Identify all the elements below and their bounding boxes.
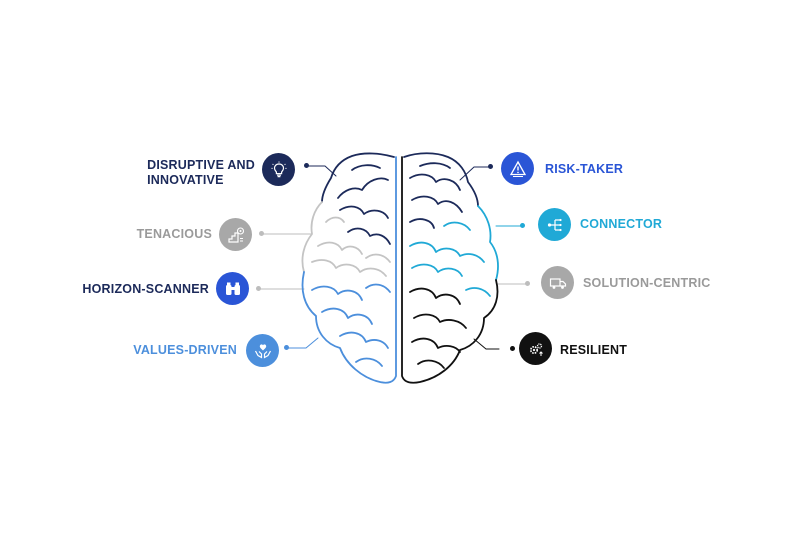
connector-dot xyxy=(284,345,289,350)
right-hemisphere xyxy=(401,152,499,384)
trait-values-badge xyxy=(246,334,279,367)
left-hemisphere xyxy=(301,152,397,384)
connector-dot xyxy=(510,346,515,351)
truck-icon xyxy=(549,277,566,289)
gears-icon xyxy=(529,342,543,356)
trait-tenacious-label: TENACIOUS xyxy=(136,227,212,241)
trait-disruptive-label: DISRUPTIVE AND INNOVATIVE xyxy=(147,158,255,188)
trait-horizon-badge xyxy=(216,272,249,305)
trait-disruptive-line2: INNOVATIVE xyxy=(147,173,224,187)
trait-horizon-label: HORIZON-SCANNER xyxy=(82,282,209,296)
lightbulb-icon xyxy=(271,161,286,177)
binoculars-icon xyxy=(225,282,240,295)
trait-connector-badge xyxy=(538,208,571,241)
connector-dot xyxy=(525,281,530,286)
trait-risk-label: RISK-TAKER xyxy=(545,162,624,176)
trait-resilient-badge xyxy=(519,332,552,365)
trait-connector-label: CONNECTOR xyxy=(580,217,663,231)
connector-dot xyxy=(304,163,309,168)
hands-heart-icon xyxy=(254,343,271,359)
connector-dot xyxy=(256,286,261,291)
trait-risk-badge xyxy=(501,152,534,185)
trait-values-label: VALUES-DRIVEN xyxy=(133,343,237,357)
trait-solution-label: SOLUTION-CENTRIC xyxy=(583,276,711,290)
connector-lines xyxy=(259,165,528,350)
trait-disruptive-line1: DISRUPTIVE AND xyxy=(147,158,255,172)
stairs-target-icon xyxy=(227,226,244,243)
connector-dot xyxy=(520,223,525,228)
trait-tenacious-badge xyxy=(219,218,252,251)
connector-dot xyxy=(488,164,493,169)
warning-icon xyxy=(509,160,526,177)
trait-resilient-label: RESILIENT xyxy=(560,343,628,357)
network-icon xyxy=(547,218,562,231)
connector-dot xyxy=(259,231,264,236)
trait-disruptive-badge xyxy=(262,153,295,186)
trait-solution-badge xyxy=(541,266,574,299)
